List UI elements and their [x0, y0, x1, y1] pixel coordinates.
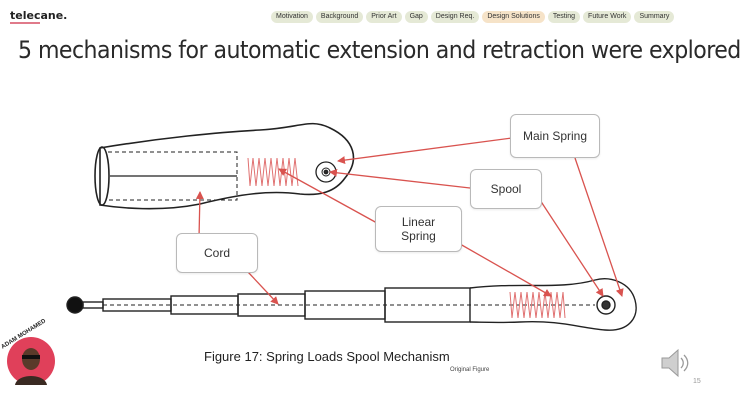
cord-text: Cord — [203, 246, 230, 260]
spool-label: Spool — [470, 169, 542, 209]
nav-summary[interactable]: Summary — [634, 11, 675, 23]
main-spring-text: Main Spring — [522, 129, 588, 143]
nav-design-req[interactable]: Design Req. — [430, 11, 480, 23]
figure-subcaption: Original Figure — [450, 367, 490, 373]
linear-spring-label: Linear Spring — [375, 206, 462, 252]
nav-design-solutions[interactable]: Design Solutions — [482, 11, 545, 23]
mechanism-diagram — [66, 122, 637, 331]
nav-prior-art[interactable]: Prior Art — [366, 11, 402, 23]
nav-background[interactable]: Background — [315, 11, 364, 23]
author-avatar — [7, 337, 55, 385]
cord-label: Cord — [176, 233, 258, 273]
callout-arrows — [195, 137, 624, 305]
nav-motivation[interactable]: Motivation — [271, 11, 313, 23]
linear-spring-text-2: Spring — [401, 229, 436, 243]
linear-spring-text-1: Linear — [401, 215, 436, 229]
handle-housing — [94, 122, 355, 210]
main-spring-label: Main Spring — [510, 114, 600, 158]
person-icon — [15, 348, 47, 385]
figure-caption: Figure 17: Spring Loads Spool Mechanism — [204, 349, 450, 364]
linear-spring-bottom — [509, 291, 566, 319]
nav-testing[interactable]: Testing — [547, 11, 581, 23]
nav-future-work[interactable]: Future Work — [583, 11, 632, 23]
section-nav: Motivation Background Prior Art Gap Desi… — [271, 11, 675, 23]
slide-title: 5 mechanisms for automatic extension and… — [18, 36, 741, 64]
nav-gap[interactable]: Gap — [404, 11, 428, 23]
linear-spring-top — [247, 157, 299, 187]
spool-text: Spool — [490, 182, 522, 196]
speaker-icon[interactable] — [660, 346, 690, 385]
page-number: 15 — [693, 378, 701, 385]
telecane-logo: telecane. — [10, 9, 68, 24]
